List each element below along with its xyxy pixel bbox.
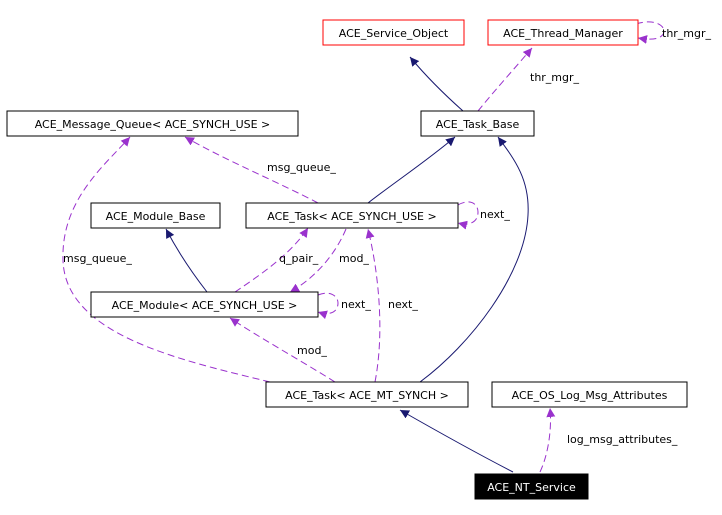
node-label-thread-manager: ACE_Thread_Manager — [503, 27, 623, 40]
node-nt-service[interactable]: ACE_NT_Service — [474, 473, 589, 500]
edge-next-modulesynch-self — [317, 292, 339, 320]
node-thread-manager[interactable]: ACE_Thread_Manager — [487, 19, 639, 46]
node-label-message-queue: ACE_Message_Queue< ACE_SYNCH_USE > — [35, 118, 271, 131]
edge-msgqueue-taskmt — [62, 136, 271, 383]
node-label-task-synch-use: ACE_Task< ACE_SYNCH_USE > — [267, 210, 436, 223]
edge-thrmgr-taskbase — [477, 47, 533, 112]
edge-label-mod-1: mod_ — [339, 252, 369, 265]
edge-next-tasksynch-self — [457, 201, 479, 230]
node-message-queue[interactable]: ACE_Message_Queue< ACE_SYNCH_USE > — [6, 110, 299, 137]
inheritance-edges — [165, 56, 529, 473]
edge-modulesynch-to-modulebase — [165, 228, 208, 293]
edge-label-msg-queue-1: msg_queue_ — [267, 161, 336, 174]
edge-mod-taskmt-modulesynch — [229, 317, 336, 383]
node-task-synch-use[interactable]: ACE_Task< ACE_SYNCH_USE > — [245, 202, 459, 229]
node-module-base[interactable]: ACE_Module_Base — [90, 202, 221, 229]
edge-taskbase-to-serviceobject — [409, 56, 464, 112]
node-label-service-object: ACE_Service_Object — [339, 27, 449, 40]
edge-label-thr-mgr-self: thr_mgr_ — [662, 27, 712, 40]
node-task-mt-synch[interactable]: ACE_Task< ACE_MT_SYNCH > — [265, 381, 469, 408]
edge-label-next-2: next_ — [388, 298, 418, 311]
node-label-nt-service: ACE_NT_Service — [487, 481, 576, 494]
node-task-base[interactable]: ACE_Task_Base — [420, 110, 535, 137]
edge-label-next-module: next_ — [341, 298, 371, 311]
node-label-log-msg-attributes: ACE_OS_Log_Msg_Attributes — [512, 389, 668, 402]
edge-labels: thr_mgr_ thr_mgr_ msg_queue_ msg_queue_ … — [63, 27, 712, 446]
node-label-module-synch-use: ACE_Module< ACE_SYNCH_USE > — [112, 299, 298, 312]
edge-mod-tasksynch-modulesynch — [289, 228, 347, 293]
edge-thrmgr-self — [635, 21, 665, 44]
node-module-synch-use[interactable]: ACE_Module< ACE_SYNCH_USE > — [90, 291, 319, 318]
edge-qpair-modulesynch-tasksynch — [234, 227, 309, 293]
node-log-msg-attributes[interactable]: ACE_OS_Log_Msg_Attributes — [491, 381, 688, 408]
node-label-task-mt-synch: ACE_Task< ACE_MT_SYNCH > — [285, 389, 449, 402]
edge-label-mod-2: mod_ — [297, 344, 327, 357]
node-service-object[interactable]: ACE_Service_Object — [322, 19, 465, 46]
edge-logmsg-ntservice — [539, 407, 556, 473]
node-label-task-base: ACE_Task_Base — [436, 118, 520, 131]
edge-msgqueue-tasksynch — [184, 136, 319, 204]
edge-label-log-msg-attributes: log_msg_attributes_ — [567, 433, 678, 446]
edge-label-msg-queue-2: msg_queue_ — [63, 252, 132, 265]
edge-tasksynch-to-taskbase — [367, 136, 456, 204]
edge-taskmt-to-taskbase — [419, 136, 529, 383]
edge-ntservice-to-taskmt — [399, 409, 514, 473]
node-label-module-base: ACE_Module_Base — [106, 210, 206, 223]
usage-edges — [62, 21, 665, 473]
edge-label-thr-mgr: thr_mgr_ — [530, 71, 580, 84]
edge-label-next-task: next_ — [480, 208, 510, 221]
edge-label-q-pair: q_pair_ — [279, 252, 319, 265]
edge-next-taskmt-tasksynch — [365, 228, 381, 383]
